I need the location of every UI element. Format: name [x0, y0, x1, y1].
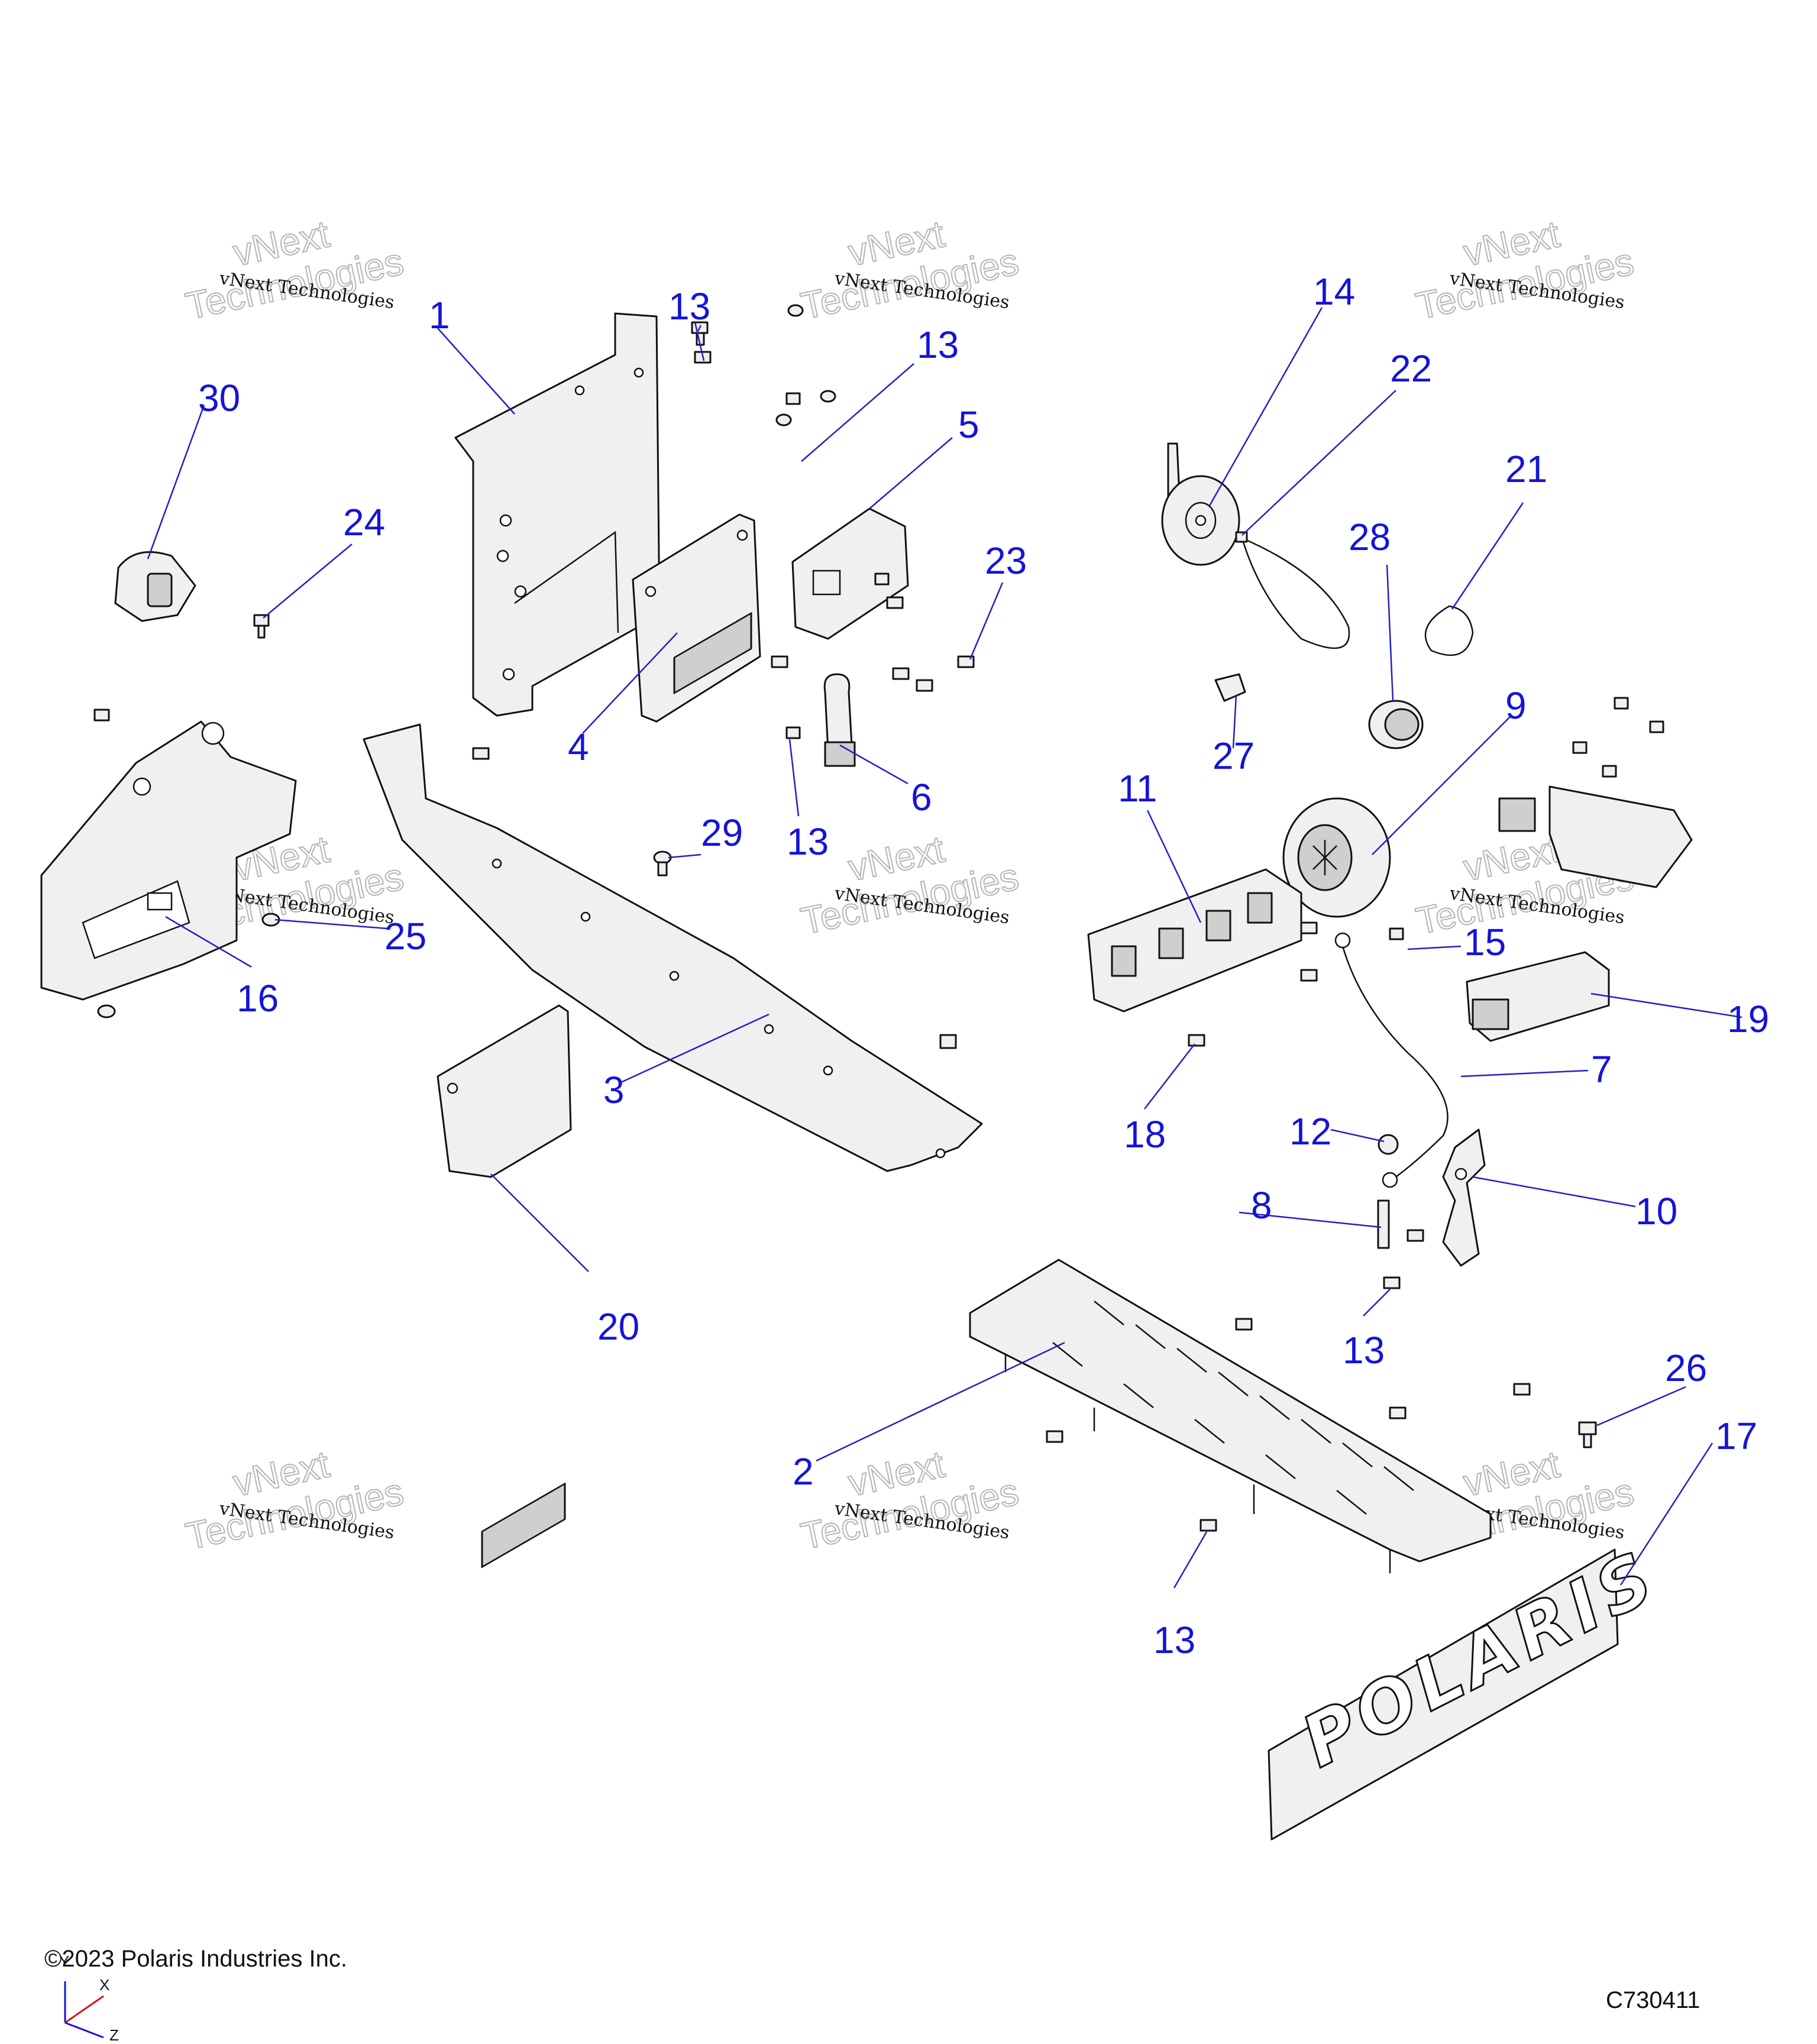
callout-3: 3	[603, 1069, 625, 1111]
figure-code: C730411	[1606, 1987, 1700, 2013]
switch-housing-part	[114, 551, 196, 622]
watermark: vNext Technologies vNext Technologies	[797, 212, 1023, 328]
cable-tie-part	[1235, 531, 1350, 649]
callout-23: 23	[985, 539, 1027, 582]
axis-y-label: Y	[59, 1952, 69, 1970]
callout-27: 27	[1213, 735, 1255, 777]
skid-plate-part	[969, 1259, 1492, 1573]
callout-13: 13	[668, 285, 710, 328]
callout-5: 5	[958, 403, 979, 446]
ecu-part	[437, 1004, 572, 1568]
crossbar-part	[363, 723, 983, 1172]
callout-30: 30	[198, 377, 240, 419]
cable-tie-loop-part	[1424, 605, 1474, 656]
copyright-text: ©2023 Polaris Industries Inc.	[44, 1946, 347, 1972]
callout-29: 29	[701, 811, 743, 854]
bolt-part	[253, 614, 270, 639]
callout-22: 22	[1390, 347, 1432, 390]
callout-13: 13	[1153, 1619, 1195, 1661]
electronic-module-part	[1498, 785, 1693, 888]
callout-2: 2	[793, 1450, 814, 1493]
callout-13: 13	[787, 820, 829, 863]
axis-indicator: Y X Z	[59, 1952, 119, 2044]
connector-part	[1368, 700, 1424, 749]
callout-18: 18	[1124, 1113, 1166, 1156]
stud-part	[1377, 1199, 1390, 1249]
watermark: vNext Technologies vNext Technologies	[182, 212, 408, 328]
callout-17: 17	[1715, 1415, 1757, 1457]
callout-6: 6	[911, 776, 932, 819]
ground-bracket-part	[1442, 1128, 1486, 1267]
callout-1: 1	[429, 294, 450, 337]
clip-part	[1214, 673, 1246, 702]
callout-13: 13	[1343, 1329, 1385, 1372]
mounting-bracket-part	[454, 312, 661, 717]
callout-15: 15	[1464, 921, 1506, 963]
module-part	[791, 507, 909, 640]
callout-16: 16	[237, 977, 279, 1020]
callouts: 1 2 3 4 5 6 7 8 9 10 11 12 13 13 13 13 1…	[198, 270, 1769, 1661]
callout-21: 21	[1505, 448, 1547, 490]
callout-19: 19	[1727, 998, 1769, 1040]
knob-part	[1282, 797, 1391, 918]
callout-9: 9	[1505, 684, 1527, 727]
watermark: vNext Technologies vNext Technologies	[182, 1442, 408, 1558]
callout-20: 20	[597, 1305, 639, 1348]
bolt-part	[1578, 1421, 1597, 1448]
callout-25: 25	[384, 915, 426, 958]
callout-4: 4	[568, 726, 589, 768]
callout-11: 11	[1118, 767, 1157, 810]
watermark: vNext Technologies vNext Technologies	[797, 827, 1023, 943]
nut-part	[1378, 1134, 1399, 1155]
logo-text: POLARIS	[1289, 1535, 1671, 1784]
callout-7: 7	[1591, 1048, 1612, 1091]
leader-lines	[147, 307, 1742, 1589]
bolt-part	[93, 304, 1664, 1532]
control-module-part	[632, 513, 761, 723]
axis-z-label: Z	[109, 2026, 119, 2044]
switch-bank-part	[1087, 868, 1302, 1013]
callout-13: 13	[917, 324, 959, 366]
callout-12: 12	[1289, 1110, 1331, 1153]
callout-24: 24	[343, 501, 385, 544]
ground-cable-part	[1334, 932, 1449, 1188]
relay-module-part	[1466, 951, 1610, 1042]
callout-8: 8	[1251, 1184, 1272, 1227]
watermark: vNext Technologies vNext Technologies	[1412, 212, 1638, 328]
frame-bracket-part	[40, 720, 297, 1001]
push-rivet-part	[653, 850, 672, 877]
axis-x-label: X	[99, 1976, 109, 1994]
horn-part	[1161, 442, 1240, 566]
callout-10: 10	[1635, 1190, 1677, 1233]
callout-26: 26	[1665, 1347, 1707, 1389]
logo-panel-part: POLARIS	[1268, 1534, 1671, 1841]
callout-14: 14	[1313, 270, 1355, 313]
watermark: vNext Technologies vNext Technologies	[797, 1442, 1023, 1558]
callout-28: 28	[1349, 516, 1391, 558]
clip-part	[823, 673, 856, 767]
